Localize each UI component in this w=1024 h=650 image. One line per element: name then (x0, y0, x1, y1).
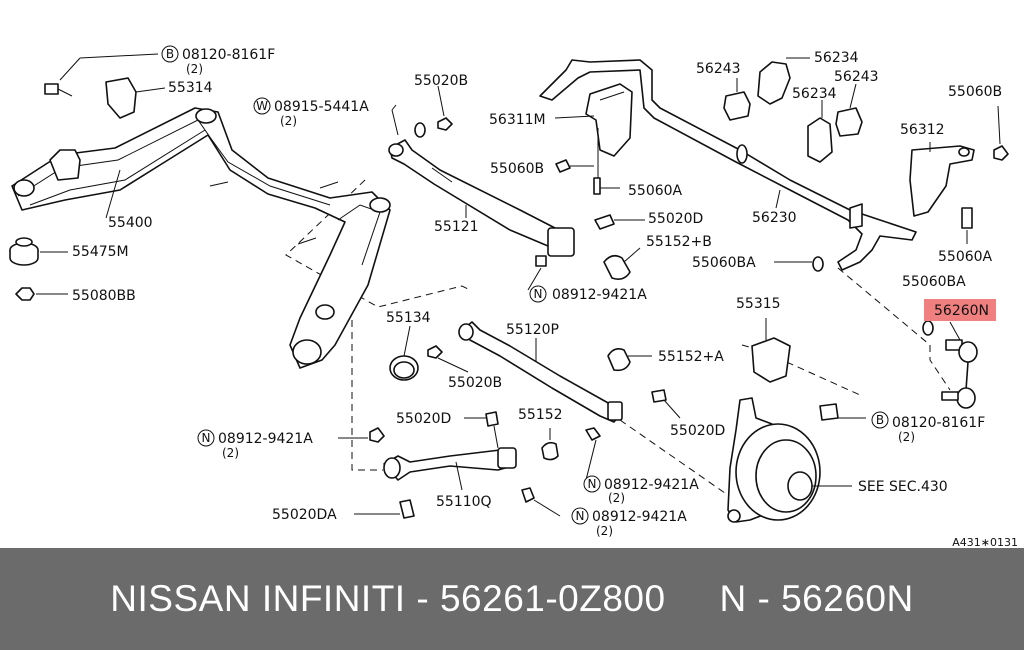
link-55121 (388, 139, 575, 257)
svg-text:B: B (166, 47, 174, 61)
label-55152B: 55152+B (646, 234, 712, 250)
label-55020DA: 55020DA (272, 507, 337, 523)
label-08120-8161F-bottom: 08120-8161F (892, 415, 985, 431)
stabilizer-link-56260N (922, 320, 978, 409)
label-55020D-low: 55020D (396, 411, 451, 427)
footer-bar: NISSAN INFINITI - 56261-0Z800 N - 56260N (0, 548, 1024, 650)
label-see-sec-430: SEE SEC.430 (858, 479, 948, 495)
bracket-55315 (751, 318, 791, 383)
bushing-55152 (541, 441, 559, 461)
label-56234-top: 56234 (814, 50, 859, 66)
label-08912-9421A-3: 08912-9421A (604, 477, 699, 493)
bracket-56311M (585, 83, 633, 157)
label-n-qty-3: (2) (608, 491, 625, 505)
label-56234-mid: 56234 (792, 86, 837, 102)
label-55080BB: 55080BB (72, 288, 136, 304)
diagram-code: A431∗0131 (952, 536, 1018, 548)
label-55060BA-right: 55060BA (902, 274, 966, 290)
svg-text:N: N (576, 509, 585, 523)
label-qty-top: (2) (186, 62, 203, 76)
label-55020D-mid: 55020D (648, 211, 703, 227)
parts-diagram: B W N N N N B 08120-8161F (2) 55314 0891… (9, 45, 1018, 548)
svg-text:W: W (256, 99, 268, 113)
label-55060B-right: 55060B (948, 84, 1002, 100)
label-56311M: 56311M (489, 112, 546, 128)
mount-55475M (9, 237, 68, 266)
washer-55020B-bottom (427, 345, 443, 359)
svg-text:N: N (534, 287, 543, 301)
badge-n-4: N (571, 507, 589, 525)
label-55121: 55121 (434, 219, 479, 235)
label-highlight-56260N (924, 299, 996, 321)
ring-55134 (389, 355, 419, 381)
label-56260N: 56260N (934, 303, 989, 319)
bushing-55152B (603, 247, 641, 280)
clamp-56234-mid (807, 100, 833, 163)
badge-n-3: N (583, 475, 601, 493)
label-08120-8161F-top: 08120-8161F (182, 47, 275, 63)
washer-55020B-top (414, 117, 453, 138)
nut-55080BB (15, 287, 68, 301)
label-55060B-mid: 55060B (490, 161, 544, 177)
badge-w: W (253, 97, 271, 115)
badge-n-1: N (529, 285, 547, 303)
label-55060A-right: 55060A (938, 249, 993, 265)
label-55152: 55152 (518, 407, 563, 423)
label-55475M: 55475M (72, 244, 129, 260)
clamp-56234-top (757, 57, 810, 105)
bracket-55314 (105, 77, 137, 119)
bushing-56243-left (723, 78, 751, 121)
washer-55060BA (812, 256, 824, 272)
label-55152A: 55152+A (658, 349, 724, 365)
bolt-08120-top (44, 53, 159, 97)
label-n-qty-4: (2) (596, 524, 613, 538)
badge-b-top: B (161, 45, 179, 63)
label-56243-right: 56243 (834, 69, 879, 85)
label-n-qty-2: (2) (222, 446, 239, 460)
label-08912-9421A-1: 08912-9421A (552, 287, 647, 303)
label-55020D-right: 55020D (670, 423, 725, 439)
badge-b-bottom: B (871, 411, 889, 429)
label-56312: 56312 (900, 122, 945, 138)
link-55120P (458, 321, 623, 423)
label-08912-9421A-4: 08912-9421A (592, 509, 687, 525)
label-08915-5441A: 08915-5441A (274, 99, 369, 115)
label-55120P: 55120P (506, 322, 559, 338)
label-55110Q: 55110Q (436, 494, 492, 510)
part-labels: 08120-8161F (2) 55314 08915-5441A (2) 55… (72, 47, 1018, 548)
label-55020B-bottom: 55020B (448, 375, 502, 391)
label-55060BA-left: 55060BA (692, 255, 756, 271)
bushing-56243-right (835, 83, 863, 137)
hub-assembly (727, 397, 821, 523)
svg-text:N: N (202, 431, 211, 445)
label-b-qty-bottom: (2) (898, 430, 915, 444)
badge-n-2: N (197, 429, 215, 447)
crossmember-55400 (11, 107, 391, 369)
label-55134: 55134 (386, 310, 431, 326)
footer-part-number-text: NISSAN INFINITI - 56261-0Z800 N - 56260N (110, 578, 914, 619)
arm-55110Q (383, 447, 517, 481)
label-55400: 55400 (108, 215, 153, 231)
label-55020B-top: 55020B (414, 73, 468, 89)
bracket-56312 (909, 145, 975, 217)
svg-text:N: N (588, 477, 597, 491)
label-55315: 55315 (736, 296, 781, 312)
label-56230: 56230 (752, 210, 797, 226)
label-55060A-mid: 55060A (628, 183, 683, 199)
label-08912-9421A-2: 08912-9421A (218, 431, 313, 447)
label-56243-left: 56243 (696, 61, 741, 77)
label-w-qty: (2) (280, 114, 297, 128)
bushing-55152A (607, 348, 652, 372)
stabilizer-bar-56230 (539, 59, 917, 271)
label-55314: 55314 (168, 80, 213, 96)
svg-text:B: B (876, 413, 884, 427)
